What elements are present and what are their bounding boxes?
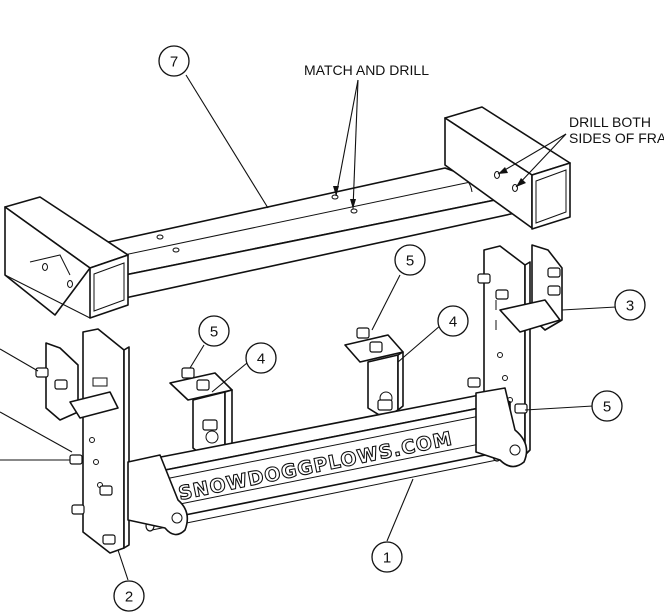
callout-5-left: 5: [198, 315, 230, 347]
svg-text:5: 5: [210, 324, 218, 341]
drill-both-note-line2: SIDES OF FRAME: [569, 130, 664, 146]
svg-text:4: 4: [449, 314, 457, 331]
right-center-bracket: [344, 327, 404, 419]
callout-7: 7: [158, 45, 190, 77]
callout-5-right: 5: [591, 390, 623, 422]
svg-text:2: 2: [125, 589, 133, 606]
callout-4-left: 4: [245, 342, 277, 374]
frame-cross-member: [4, 106, 571, 319]
svg-text:5: 5: [406, 253, 414, 270]
callout-2: 2: [113, 580, 145, 612]
left-mount-bracket: [35, 328, 130, 554]
callout-5-top: 5: [394, 244, 426, 276]
callout-4-right: 4: [437, 305, 469, 337]
svg-text:5: 5: [603, 399, 611, 416]
callout-3: 3: [614, 289, 646, 321]
left-center-bracket: [169, 367, 233, 461]
svg-text:4: 4: [257, 351, 265, 368]
callout-1: 1: [371, 541, 403, 573]
right-mount-bracket: [467, 244, 563, 461]
drill-both-note-line1: DRILL BOTH: [569, 114, 651, 130]
svg-text:7: 7: [170, 54, 178, 71]
match-and-drill-note: MATCH AND DRILL: [304, 62, 429, 78]
svg-text:1: 1: [383, 550, 391, 567]
leader-lines: [0, 74, 617, 581]
svg-text:3: 3: [626, 298, 634, 315]
front-crossbar: SNOWDOGGPLOWS.COM: [127, 387, 528, 536]
